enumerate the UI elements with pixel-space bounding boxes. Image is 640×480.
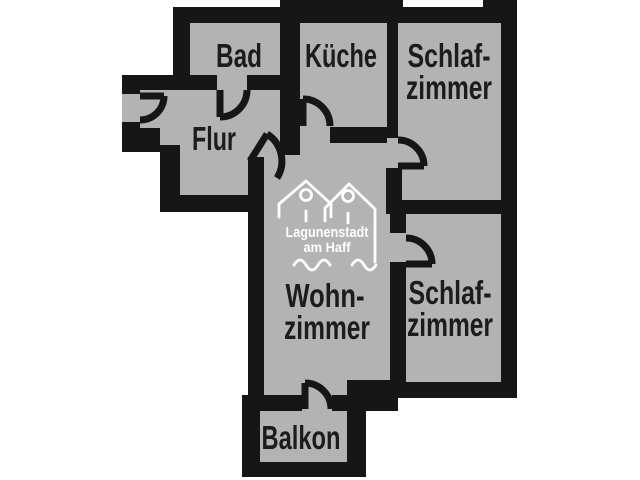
opening-schlafzimmer-bottom-door: [390, 233, 406, 262]
waves-right-icon: [350, 258, 378, 272]
house-right-window-icon: [341, 189, 355, 203]
wall-bad-left: [173, 7, 190, 90]
wall-balkon-right: [347, 380, 366, 477]
wall-balkon-left: [242, 395, 260, 477]
room-schlafzimmer-top-floor: [398, 23, 501, 200]
wall-top-bump-mid: [280, 0, 403, 7]
schlafzimmer-top-door-arc: [397, 136, 428, 167]
wall-top: [173, 7, 517, 23]
labels-layer: Bad Küche Schlaf- zimmer Flur Wohn- zimm…: [192, 37, 493, 456]
door-openings-layer: [122, 75, 406, 411]
room-balkon-floor: [260, 411, 347, 462]
opening-balkon-door: [302, 395, 332, 411]
entry-door-arc: [139, 95, 168, 124]
label-balkon: Balkon: [262, 419, 341, 456]
wall-top-bump-right: [483, 0, 517, 7]
watermark-houses-icon: [277, 179, 378, 272]
label-schlafzimmer-bottom-line1: Schlaf-: [409, 274, 492, 311]
flur-door-arc: [264, 131, 286, 180]
wall-entry-chunk: [122, 128, 160, 152]
label-schlafzimmer-bottom-line2: zimmer: [407, 306, 493, 343]
label-wohnzimmer-line2: zimmer: [284, 309, 370, 346]
label-bad: Bad: [216, 37, 262, 74]
wall-bad-kueche-divider: [280, 23, 300, 155]
room-kueche-floor: [300, 23, 387, 127]
label-wohnzimmer-line1: Wohn-: [286, 277, 365, 314]
wall-balkon-bottom: [242, 462, 366, 477]
house-left-window-icon: [299, 188, 313, 202]
kueche-door-arc: [302, 95, 334, 127]
label-schlafzimmer-top-line1: Schlaf-: [408, 37, 491, 74]
opening-schlafzimmer-top-door: [387, 138, 398, 168]
wall-schlafzimmer-bottom-bottom: [390, 382, 517, 398]
rooms-layer: [140, 23, 501, 462]
wall-right-outer: [501, 7, 517, 398]
wall-schlafzimmer-top-left-upper: [387, 23, 398, 138]
house-right-icon: [323, 182, 377, 264]
watermark-text-line2: am Haff: [304, 239, 351, 255]
label-schlafzimmer-top-line2: zimmer: [406, 69, 492, 106]
waves-left-icon: [292, 258, 332, 272]
wall-bad-bottom-band: [122, 75, 300, 90]
watermark-text-line1: Lagunenstadt: [286, 225, 369, 241]
wall-bedrooms-divider: [398, 200, 501, 214]
wall-flur-bottom: [160, 195, 250, 212]
schlafzimmer-bottom-door-arc: [405, 234, 436, 265]
wall-wohnzimmer-left: [248, 157, 264, 411]
opening-bad-door: [217, 75, 247, 90]
balkon-door-arc: [304, 379, 335, 410]
opening-entry-door: [122, 94, 140, 122]
room-bad-floor: [190, 23, 280, 75]
label-flur: Flur: [192, 120, 236, 157]
bad-door-arc: [219, 89, 251, 121]
doors-layer: [139, 89, 436, 410]
watermark-logo: Lagunenstadt am Haff: [277, 179, 378, 272]
watermark-text: Lagunenstadt am Haff: [286, 225, 369, 255]
flur-door-leaf: [247, 132, 270, 163]
opening-kueche-door: [300, 127, 330, 143]
house-left-icon: [277, 179, 333, 219]
label-kueche: Küche: [305, 37, 377, 74]
